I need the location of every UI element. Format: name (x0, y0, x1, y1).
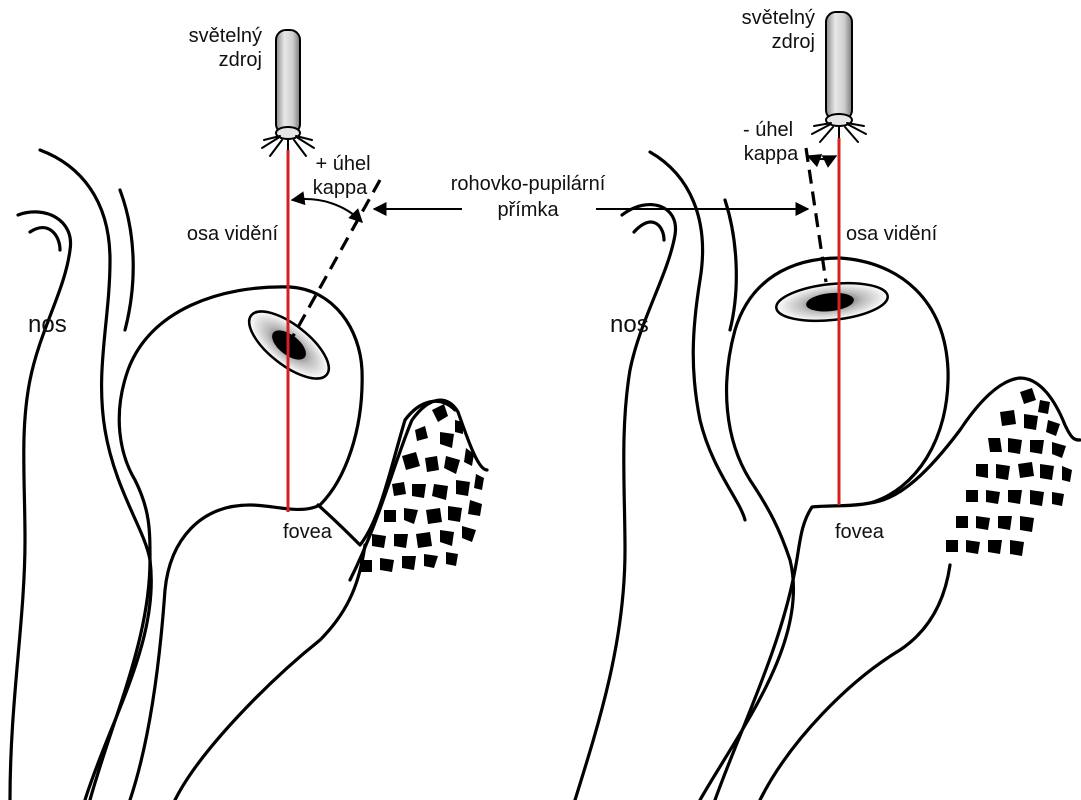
right-angle-label-1: - úhel (743, 119, 793, 141)
right-orbit-upper (868, 376, 1081, 505)
left-nasal-wall (38, 148, 153, 800)
right-nasal-wall-2 (723, 198, 738, 332)
left-panel: světelný zdroj + úhel kappa osa vidění n… (8, 25, 489, 800)
right-pupil (806, 292, 854, 312)
left-light-source-label-1: světelný (189, 25, 262, 47)
right-angle-label-2: kappa (744, 143, 799, 165)
left-orbit-lower (173, 543, 367, 800)
right-light-source-label-2: zdroj (772, 31, 815, 53)
right-eyeball-front (713, 256, 950, 800)
right-panel: světelný zdroj - úhel kappa osa vidění n… (573, 7, 1081, 800)
left-angle-label-2: kappa (313, 177, 368, 199)
center-annotation: rohovko-pupilární přímka (372, 173, 810, 221)
right-bone-texture (946, 388, 1072, 556)
right-kappa-arc (806, 154, 838, 168)
left-light-source (261, 29, 315, 159)
right-iris (775, 281, 889, 323)
left-pupillary-line (290, 179, 382, 339)
right-nose-outline-outer (573, 203, 678, 800)
right-nasal-wall (648, 150, 747, 522)
right-light-source-label-1: světelný (742, 7, 815, 29)
left-bone-texture (360, 404, 484, 572)
center-label-line-2: přímka (497, 199, 559, 221)
left-eyeball-outline (88, 285, 292, 800)
left-visual-axis-label: osa vidění (187, 223, 279, 245)
left-light-source-label-2: zdroj (219, 49, 262, 71)
right-visual-axis-label: osa vidění (846, 223, 938, 245)
left-nose-outline-outer (8, 210, 73, 800)
right-nose-label: nos (610, 311, 649, 338)
left-angle-label-1: + úhel (315, 153, 370, 175)
left-orbit-upper (316, 399, 457, 547)
center-label-line-1: rohovko-pupilární (451, 173, 606, 195)
right-pupillary-line (804, 147, 828, 283)
left-light-rays (261, 135, 315, 159)
left-bone-outline (348, 398, 489, 582)
right-eyeball-outline (698, 256, 842, 800)
right-nose-outline-inner (632, 220, 666, 242)
left-nose-label: nos (28, 311, 67, 338)
right-light-source (811, 11, 867, 147)
right-orbit-lower (758, 563, 952, 800)
left-eyeball-front (128, 285, 364, 800)
left-kappa-arc (290, 191, 363, 223)
left-nasal-wall-2 (118, 188, 135, 332)
left-fovea-label: fovea (283, 521, 333, 543)
left-nose-outline-inner (28, 226, 62, 252)
right-fovea-label: fovea (835, 521, 885, 543)
